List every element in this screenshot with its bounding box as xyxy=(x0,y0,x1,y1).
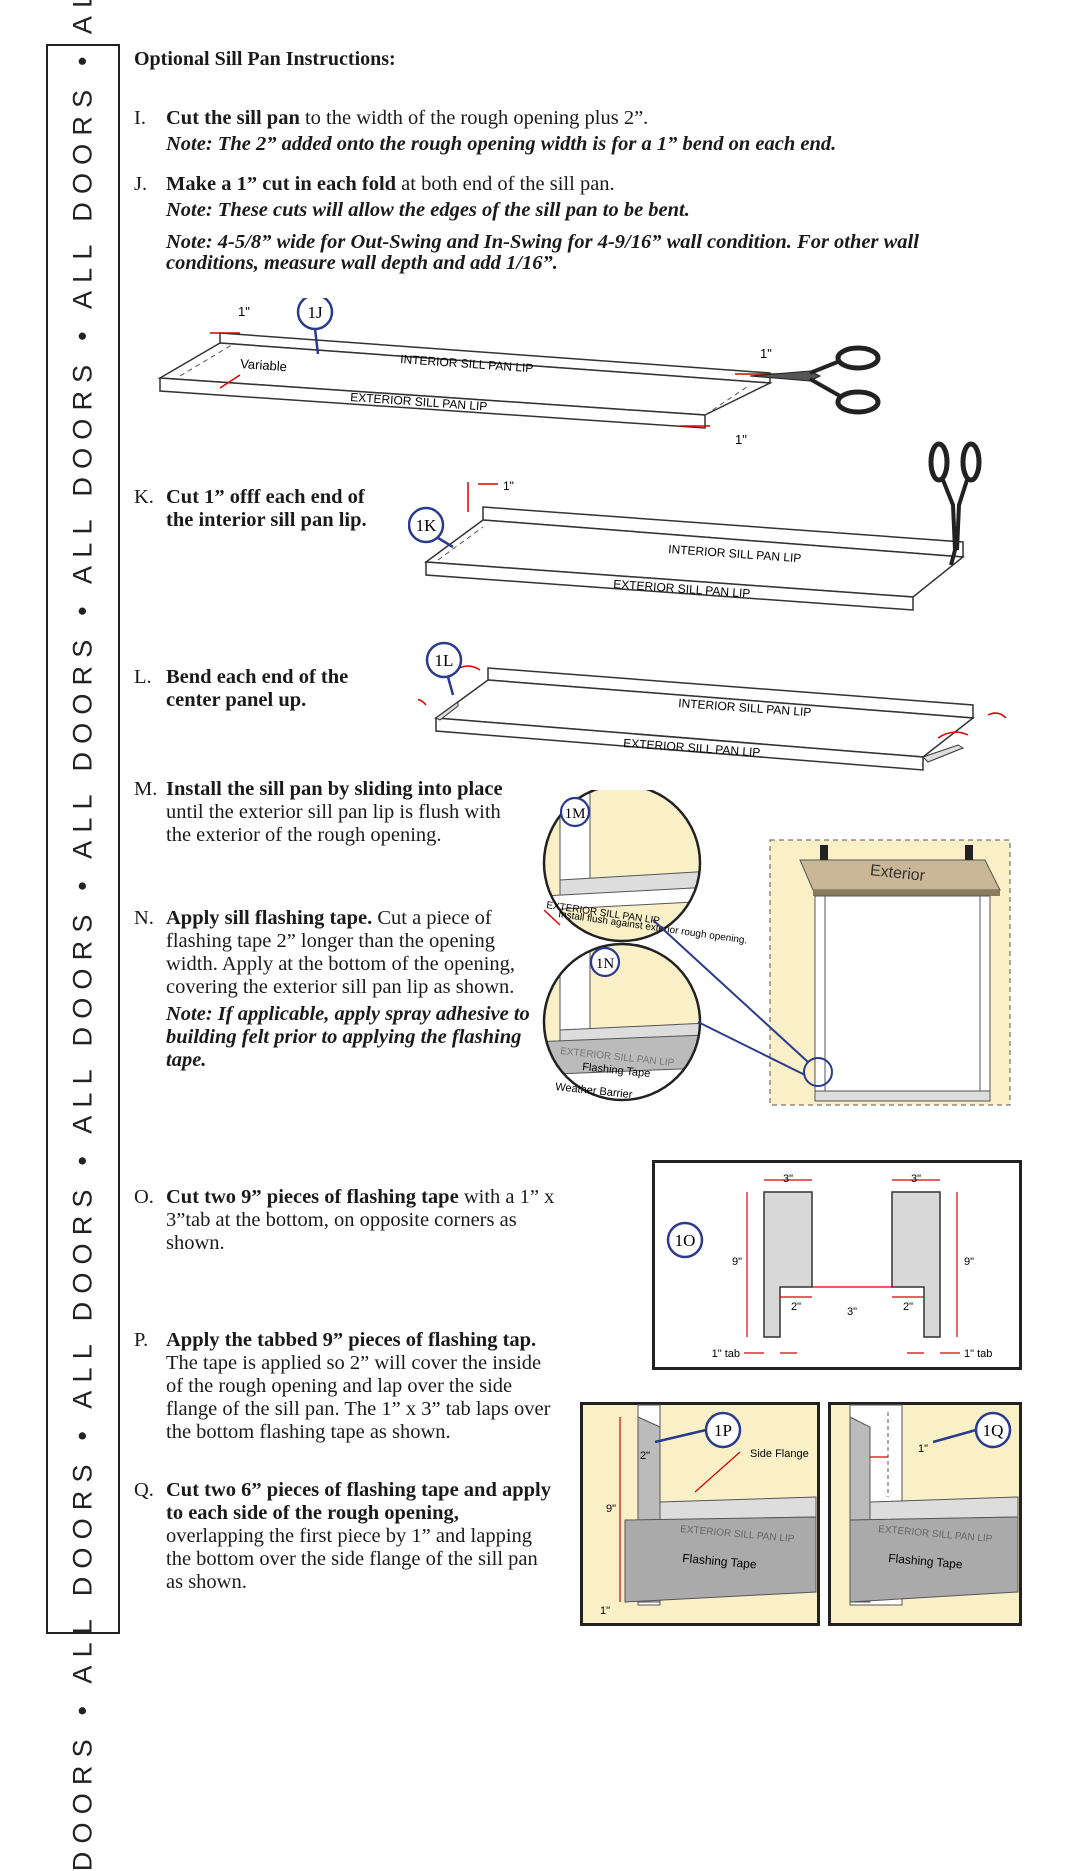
step-p: P. Apply the tabbed 9” pieces of flashin… xyxy=(134,1329,554,1444)
step-n: N. Apply sill flashing tape. Cut a piece… xyxy=(134,907,534,1072)
step-note: Note: The 2” added onto the rough openin… xyxy=(166,133,837,155)
figure-1o: 3" 3" 9" 9" 2" 2" 3" 1" tab 1" tab 1O xyxy=(652,1160,1022,1370)
detail-circle xyxy=(803,1057,833,1087)
step-letter: O. xyxy=(134,1186,154,1208)
dim-2: 2" xyxy=(903,1301,913,1313)
figure-tag: 1O xyxy=(675,1231,696,1250)
dim-9: 9" xyxy=(732,1256,742,1268)
tape-label: Flashing Tape xyxy=(682,1551,758,1571)
step-note: Note: These cuts will allow the edges of… xyxy=(166,199,690,221)
step-bold: Cut 1” offf each end of the interior sil… xyxy=(166,486,367,531)
step-bold: Cut two 9” pieces of flashing tape xyxy=(166,1186,459,1208)
dim-1: 1" xyxy=(760,346,772,361)
step-letter: L. xyxy=(134,666,152,688)
figure-1k: 1" INTERIOR SILL PAN LIP EXTERIOR SILL P… xyxy=(408,441,982,611)
step-note: Note: 4-5/8” wide for Out-Swing and In-S… xyxy=(166,231,919,274)
figure-tag: 1L xyxy=(435,651,454,670)
figure-tag: 1K xyxy=(416,516,438,535)
flange-label: Side Flange xyxy=(750,1448,809,1460)
dim-9: 9" xyxy=(964,1256,974,1268)
step-bold: Apply sill flashing tape. xyxy=(166,907,373,929)
dim-3: 3" xyxy=(847,1306,857,1318)
step-note: Note: If applicable, apply spray adhesiv… xyxy=(166,1003,530,1071)
dim-1: 1" xyxy=(735,432,747,447)
step-bold: Apply the tabbed 9” pieces of flashing t… xyxy=(166,1329,537,1351)
step-letter: M. xyxy=(134,778,158,800)
figure-tag: 1Q xyxy=(983,1421,1004,1440)
figure-1j: 1" 1" 1" INTERIOR SILL PAN LIP EXTERIOR … xyxy=(157,298,881,447)
step-letter: Q. xyxy=(134,1479,154,1501)
exterior-label: Exterior xyxy=(869,862,926,885)
dim-1: 1" xyxy=(600,1605,610,1617)
side-banner: DOORS • ALL DOORS • ALL DOORS • ALL DOOR… xyxy=(46,0,120,1871)
dim-2: 2" xyxy=(791,1301,801,1313)
step-m: M. Install the sill pan by sliding into … xyxy=(134,778,504,847)
step-letter: J. xyxy=(134,173,148,195)
step-text: Cut a piece of flashing tape 2” longer t… xyxy=(166,907,516,998)
step-letter: P. xyxy=(134,1329,149,1351)
figure-tag: 1M xyxy=(565,806,586,822)
step-letter: I. xyxy=(134,107,146,129)
tape-label: Flashing Tape xyxy=(888,1551,964,1571)
step-letter: N. xyxy=(134,907,154,929)
variable-label: Variable xyxy=(240,356,288,374)
step-j: J. Make a 1” cut in each fold at both en… xyxy=(134,173,1014,274)
dim-2: 2" xyxy=(640,1450,650,1462)
tape-piece-left xyxy=(763,1191,813,1338)
step-bold: Install the sill pan by sliding into pla… xyxy=(166,778,503,800)
step-l: L. Bend each end of the center panel up. xyxy=(134,666,394,712)
scissors-icon xyxy=(749,345,881,415)
step-q: Q. Cut two 6” pieces of flashing tape an… xyxy=(134,1479,554,1594)
figure-tag: 1J xyxy=(307,303,323,322)
scissors-icon xyxy=(928,441,982,566)
step-o: O. Cut two 9” pieces of flashing tape wi… xyxy=(134,1186,574,1255)
dim-3: 3" xyxy=(911,1173,921,1185)
step-letter: K. xyxy=(134,486,154,508)
tab-label: 1" tab xyxy=(712,1348,740,1360)
step-text: at both end of the sill pan. xyxy=(396,173,615,195)
tab-label: 1" tab xyxy=(964,1348,992,1360)
figure-1l: INTERIOR SILL PAN LIP EXTERIOR SILL PAN … xyxy=(418,641,1007,771)
dim-1: 1" xyxy=(503,479,514,493)
step-text: until the exterior sill pan lip is flush… xyxy=(166,801,501,846)
step-text: with a 1” x 3”tab at the bottom, on oppo… xyxy=(166,1186,555,1254)
step-k: K. Cut 1” offf each end of the interior … xyxy=(134,486,374,532)
figure-tag: 1N xyxy=(596,956,615,972)
figure-tag: 1P xyxy=(714,1421,732,1440)
step-text: The tape is applied so 2” will cover the… xyxy=(166,1352,551,1443)
step-bold: Cut two 6” pieces of flashing tape and a… xyxy=(166,1479,551,1524)
dim-1: 1" xyxy=(918,1443,928,1455)
step-bold: Cut the sill pan xyxy=(166,107,300,129)
exterior-lip xyxy=(159,377,706,429)
side-banner-text: DOORS • ALL DOORS • ALL DOORS • ALL DOOR… xyxy=(67,0,98,1871)
step-i: I. Cut the sill pan to the width of the … xyxy=(134,107,1014,156)
figure-1p: EXTERIOR SILL PAN LIP Flashing Tape 9" 2… xyxy=(580,1402,820,1626)
step-text: to the width of the rough opening plus 2… xyxy=(299,107,649,129)
step-text: overlapping the first piece by 1” and la… xyxy=(166,1525,538,1593)
step-bold: Bend each end of the center panel up. xyxy=(166,666,349,711)
dim-9: 9" xyxy=(606,1503,616,1515)
page-title: Optional Sill Pan Instructions: xyxy=(134,48,396,70)
figure-1q: EXTERIOR SILL PAN LIP Flashing Tape 1" 1… xyxy=(828,1402,1022,1626)
figure-1m-1n: Exterior EXTERIOR SILL PAN LIP Install f… xyxy=(542,790,1011,1106)
step-bold: Make a 1” cut in each fold xyxy=(166,173,397,195)
dim-1: 1" xyxy=(238,304,250,319)
dim-3: 3" xyxy=(783,1173,793,1185)
